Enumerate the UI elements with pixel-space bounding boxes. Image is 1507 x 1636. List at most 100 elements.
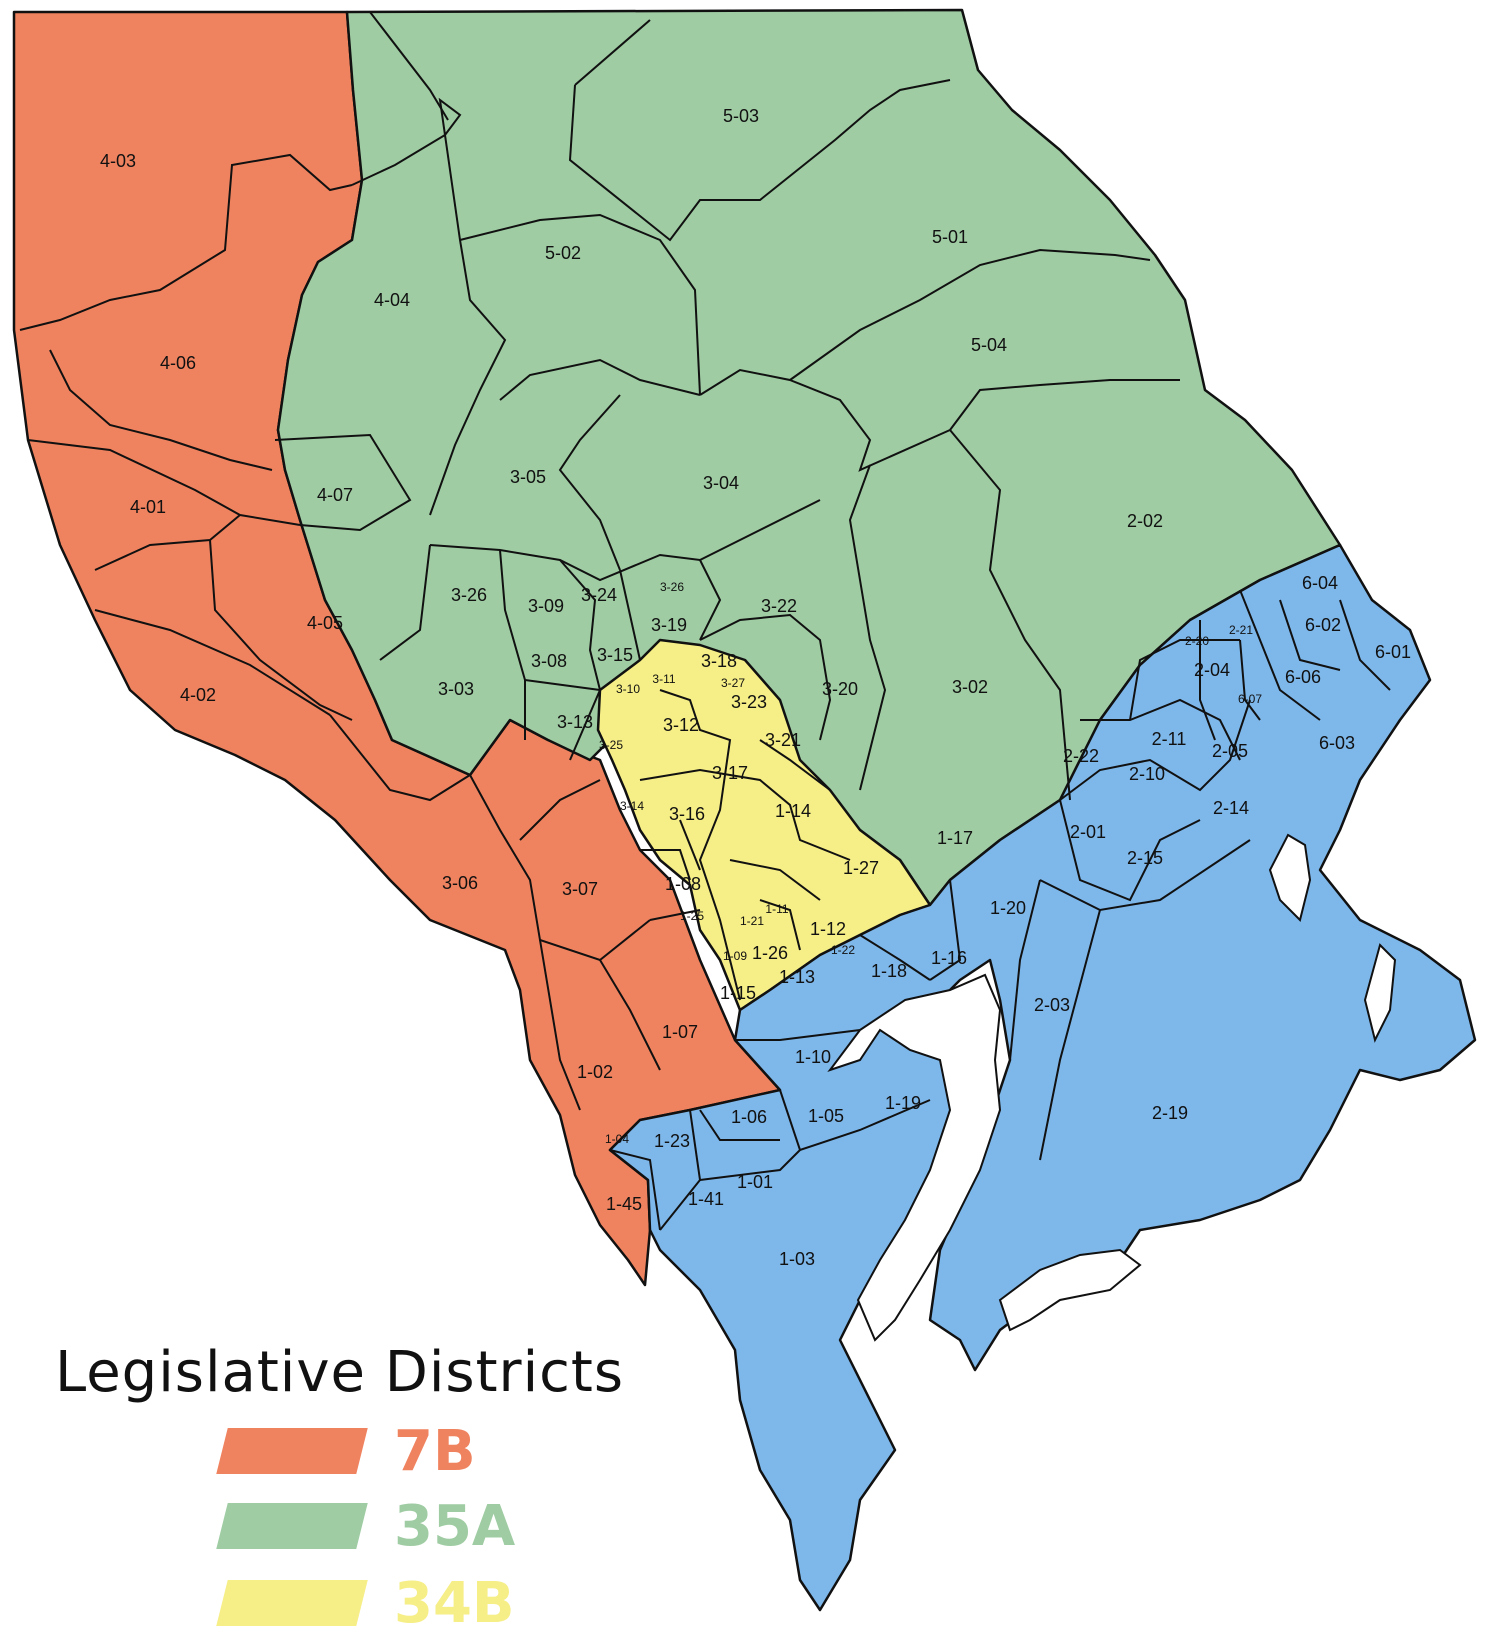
precinct-label: 1-06	[731, 1107, 767, 1127]
precinct-label: 2-22	[1063, 746, 1099, 766]
precinct-label: 4-06	[160, 353, 196, 373]
precinct-label: 1-17	[937, 828, 973, 848]
precinct-label: 6-04	[1302, 573, 1338, 593]
precinct-label: 1-22	[831, 943, 855, 957]
precinct-label: 6-02	[1305, 615, 1341, 635]
legend-swatch	[216, 1580, 368, 1626]
precinct-label: 3-16	[669, 804, 705, 824]
precinct-label: 6-01	[1375, 642, 1411, 662]
precinct-label: 3-18	[701, 651, 737, 671]
legend-label: 7B	[394, 1419, 476, 1484]
precinct-label: 3-20	[822, 679, 858, 699]
precinct-label: 1-07	[662, 1022, 698, 1042]
precinct-label: 1-10	[795, 1047, 831, 1067]
precinct-label: 1-12	[810, 919, 846, 939]
precinct-label: 3-14	[620, 799, 644, 813]
legend-item-34b: 34B	[216, 1571, 552, 1636]
precinct-label: 1-11	[765, 902, 788, 916]
precinct-boundaries	[19, 11, 1391, 1231]
precinct-label: 1-09	[723, 949, 747, 963]
legend-swatch	[216, 1503, 368, 1549]
precinct-label: 1-15	[720, 983, 756, 1003]
precinct-label: 3-22	[761, 596, 797, 616]
legend-label: 35A	[394, 1494, 516, 1559]
river-water	[827, 973, 1002, 1342]
precinct-label: 3-11	[652, 672, 675, 686]
precinct-label: 2-04	[1194, 660, 1230, 680]
precinct-labels: 4-03 4-06 4-01 4-02 4-05 4-04 4-07 5-03 …	[100, 106, 1411, 1269]
precinct-label: 1-04	[605, 1132, 629, 1146]
legend-item-7b: 7B	[216, 1419, 552, 1484]
precinct-label: 6-07	[1238, 692, 1262, 706]
precinct-label: 3-24	[581, 585, 617, 605]
precinct-label: 1-03	[779, 1249, 815, 1269]
precinct-label: 3-04	[703, 473, 739, 493]
precinct-label: 2-11	[1152, 729, 1187, 749]
precinct-label: 4-07	[317, 485, 353, 505]
precinct-label: 3-10	[616, 682, 640, 696]
precinct-label: 3-08	[531, 651, 567, 671]
precinct-label: 4-02	[180, 685, 216, 705]
precinct-label: 1-19	[885, 1093, 921, 1113]
precinct-label: 3-25	[599, 738, 623, 752]
precinct-label: 3-26	[451, 585, 487, 605]
precinct-label: 3-23	[731, 692, 767, 712]
precinct-label: 4-04	[374, 290, 410, 310]
precinct-label: 3-19	[651, 615, 687, 635]
precinct-label: 6-06	[1285, 667, 1321, 687]
precinct-label: 5-04	[971, 335, 1007, 355]
precinct-label: 3-05	[510, 467, 546, 487]
precinct-label: 1-14	[775, 801, 811, 821]
precinct-label: 1-08	[665, 874, 701, 894]
precinct-label: 2-01	[1070, 822, 1106, 842]
precinct-label: 2-14	[1213, 798, 1249, 818]
precinct-label: 1-18	[871, 961, 907, 981]
bay-water	[1268, 833, 1312, 922]
legend-item-35a: 35A	[216, 1494, 552, 1559]
legend-swatch	[216, 1428, 368, 1474]
precinct-label: 4-03	[100, 151, 136, 171]
legend-label: 34B	[394, 1571, 515, 1636]
legend-title: Legislative Districts	[55, 1340, 625, 1405]
precinct-label: 5-02	[545, 243, 581, 263]
creek-water	[998, 1248, 1142, 1332]
precinct-label: 1-05	[808, 1106, 844, 1126]
precinct-label: 1-13	[779, 967, 815, 987]
precinct-label: 3-03	[438, 679, 474, 699]
precinct-label: 3-21	[765, 730, 801, 750]
precinct-label: 3-27	[721, 676, 745, 690]
cove-water	[1363, 943, 1397, 1043]
precinct-label: 1-41	[688, 1189, 724, 1209]
precinct-label: 2-19	[1152, 1103, 1188, 1123]
precinct-label: 2-21	[1229, 623, 1253, 637]
precinct-label: 1-20	[990, 898, 1026, 918]
precinct-label: 3-12	[663, 715, 699, 735]
precinct-label: 1-02	[577, 1062, 613, 1082]
precinct-label: 3-17	[712, 763, 748, 783]
precinct-label: 5-03	[723, 106, 759, 126]
precinct-label: 1-16	[931, 948, 967, 968]
precinct-label: 2-10	[1129, 764, 1165, 784]
precinct-label: 1-45	[606, 1194, 642, 1214]
precinct-label: 2-03	[1034, 995, 1070, 1015]
precinct-label: 3-09	[528, 596, 564, 616]
precinct-label: 1-21	[740, 914, 764, 928]
precinct-label: 1-23	[654, 1131, 690, 1151]
precinct-label: 3-02	[952, 677, 988, 697]
precinct-label: 2-15	[1127, 848, 1163, 868]
precinct-label: 4-01	[130, 497, 166, 517]
precinct-label: 4-05	[307, 613, 343, 633]
precinct-label: 3-06	[442, 873, 478, 893]
precinct-label: 1-25	[680, 909, 704, 923]
precinct-label: 2-20	[1185, 634, 1209, 648]
precinct-label: 1-26	[752, 943, 788, 963]
precinct-label: 6-03	[1319, 733, 1355, 753]
precinct-label: 3-13	[557, 712, 593, 732]
precinct-label: 3-15	[597, 645, 633, 665]
precinct-label: 3-07	[562, 879, 598, 899]
precinct-label: 5-01	[932, 227, 968, 247]
precinct-label: 2-02	[1127, 511, 1163, 531]
precinct-label: 3-26	[660, 580, 684, 594]
precinct-label: 1-27	[843, 858, 879, 878]
